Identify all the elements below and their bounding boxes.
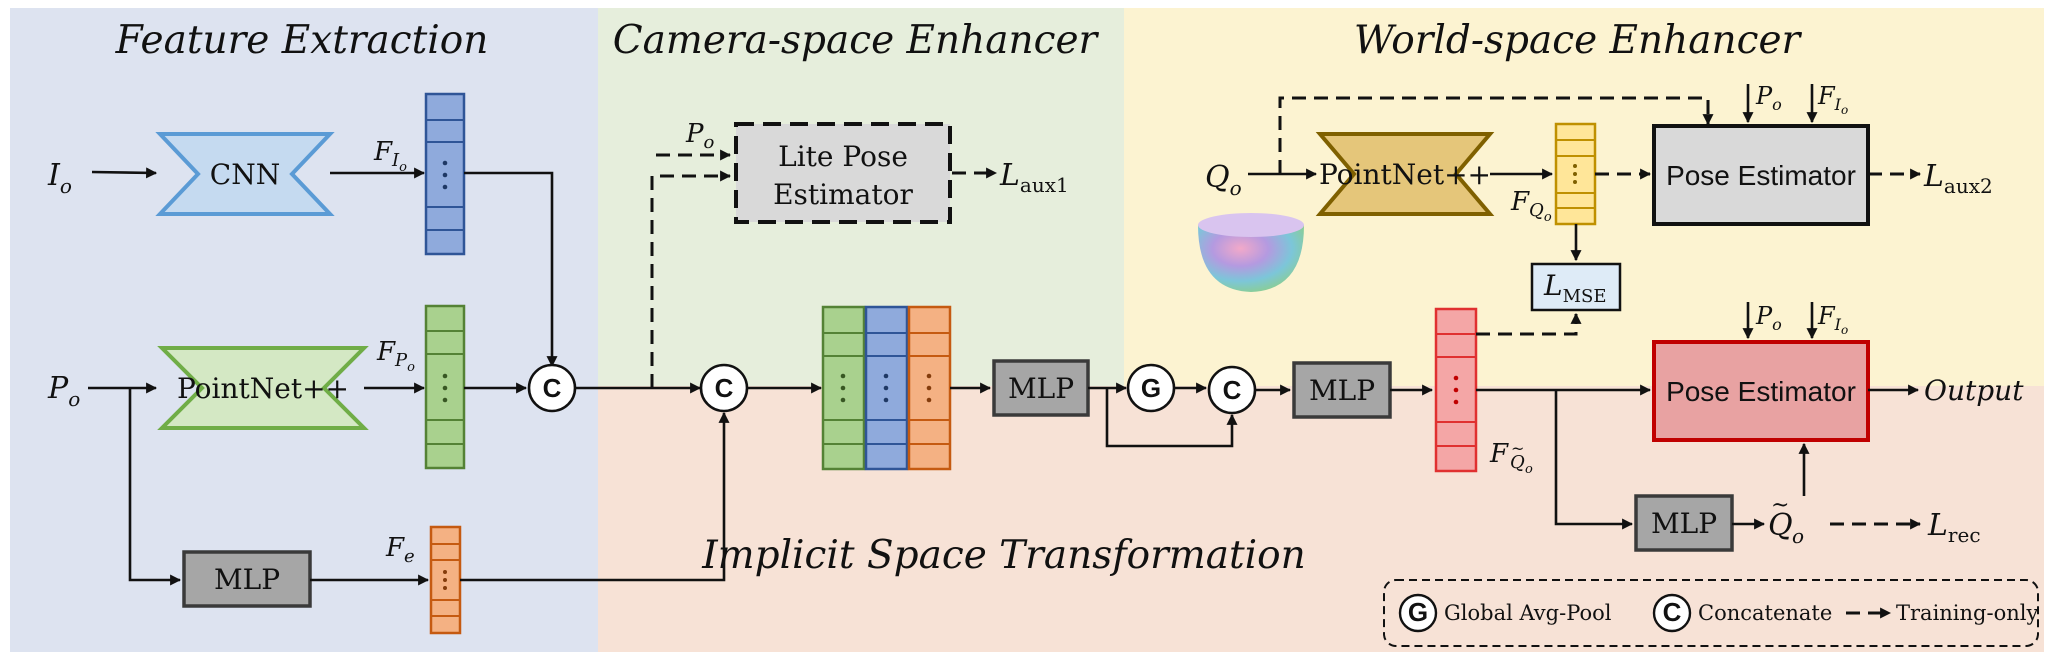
mlp-concat [992, 359, 1090, 417]
svg-text:~: ~ [1771, 493, 1789, 518]
svg-text:G: G [1141, 373, 1161, 403]
mlp-rec [1634, 494, 1734, 552]
lite-pose-label-line2: Estimator [773, 178, 913, 211]
global-pool-node: G [1126, 363, 1176, 413]
legend-c-text: Concatenate [1698, 601, 1832, 625]
po-lite-label: Po [685, 119, 715, 153]
mlp-fe [182, 550, 312, 608]
svg-text:C: C [715, 373, 734, 403]
section-title-world-space: World-space Enhancer [1354, 18, 1803, 63]
input-io-label: Io [47, 158, 72, 198]
loss-aux2: Laux2 [1923, 159, 1993, 198]
f-e-label: Fe [385, 533, 415, 567]
mlp-concat-label: MLP [1008, 372, 1074, 405]
feature-bar-f-io [424, 92, 466, 256]
f-io-main-label: FIo [1817, 302, 1848, 337]
svg-text:o: o [1792, 524, 1804, 548]
po-world-label: Po [1755, 82, 1782, 114]
section-title-camera-space: Camera-space Enhancer [613, 18, 1100, 63]
legend-box [1383, 579, 2039, 647]
loss-mse-box [1530, 262, 1622, 312]
pose-estimator-main-label: Pose Estimator [1666, 376, 1856, 407]
legend-dash-text: Training-only [1896, 601, 2038, 625]
svg-text:Q: Q [1510, 452, 1525, 473]
feature-bar-f-qtilde [1434, 307, 1478, 473]
f-io-label: FIo [373, 137, 407, 175]
concat-feature-stack [821, 305, 952, 471]
section-title-implicit-space: Implicit Space Transformation [701, 533, 1306, 578]
q-tilde-label: Q ~ o [1768, 493, 1804, 548]
input-po-label: Po [47, 371, 80, 411]
loss-aux1: Laux1 [999, 158, 1069, 197]
feature-bar-f-e [429, 525, 462, 635]
svg-text:C: C [543, 373, 562, 403]
point-cloud-bowl [1198, 213, 1304, 292]
mlp-fe-label: MLP [214, 563, 280, 596]
section-title-feature-extraction: Feature Extraction [115, 18, 489, 63]
lite-pose-estimator [734, 122, 952, 224]
pose-estimator-world [1652, 124, 1870, 226]
cnn-label: CNN [210, 158, 280, 191]
mlp-rec-label: MLP [1651, 507, 1717, 540]
pose-estimator-world-label: Pose Estimator [1666, 160, 1856, 191]
f-qtilde-label: F Q ~ o [1489, 439, 1533, 477]
loss-rec: Lrec [1927, 508, 1981, 547]
pointnet-qo-label: PointNet++ [1319, 158, 1491, 191]
legend-c-icon: C [1652, 593, 1692, 633]
concat-node-1: C [527, 363, 577, 413]
feature-bar-f-qo [1554, 122, 1597, 226]
svg-text:~: ~ [1511, 439, 1524, 458]
po-main-label: Po [1755, 302, 1782, 334]
feature-bar-f-po [424, 304, 466, 470]
svg-text:C: C [1223, 375, 1242, 405]
loss-mse: LMSE [1543, 269, 1607, 307]
pointnet-encoder-qo [1315, 132, 1495, 216]
legend-g-text: Global Avg-Pool [1444, 601, 1612, 625]
pointnet-po-label: PointNet++ [177, 372, 349, 405]
implicit-space-region-left [520, 386, 598, 652]
f-io-world-label: FIo [1817, 82, 1848, 117]
output-label: Output [1924, 374, 2024, 407]
concat-node-2: C [699, 363, 749, 413]
f-qo-label: FQo [1510, 187, 1552, 225]
svg-text:G: G [1408, 597, 1428, 627]
feature-extraction-region [10, 8, 598, 652]
svg-text:Q: Q [1768, 508, 1793, 543]
svg-text:o: o [1525, 462, 1533, 477]
f-po-label: FPo [376, 337, 415, 375]
lite-pose-label-line1: Lite Pose [778, 140, 908, 173]
concat-node-3: C [1207, 365, 1257, 415]
svg-text:F: F [1489, 439, 1509, 469]
input-qo-label: Qo [1205, 160, 1242, 200]
svg-text:C: C [1663, 597, 1682, 627]
mlp-fuse-label: MLP [1309, 374, 1375, 407]
legend-g-icon: G [1398, 593, 1438, 633]
pointnet-encoder-po [157, 346, 369, 430]
cnn-encoder [155, 132, 335, 216]
